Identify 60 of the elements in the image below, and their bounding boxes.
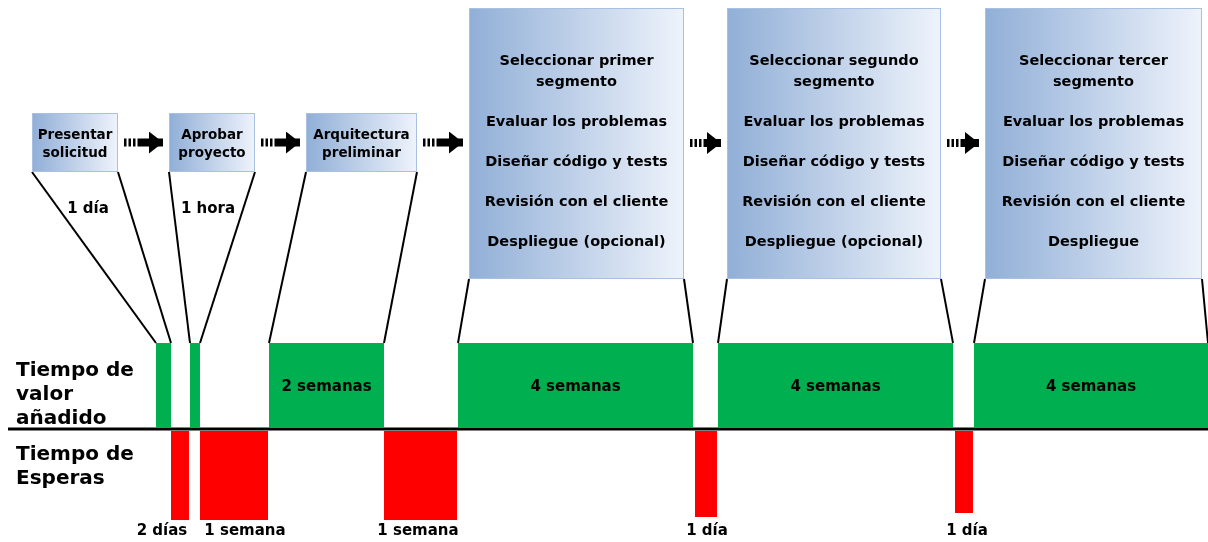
- duration-label: 2 días: [136, 521, 188, 539]
- waiting-bar: [200, 431, 268, 520]
- box-title: Seleccionar segundo segmento: [748, 51, 920, 91]
- step-text: Revisión con el cliente: [742, 192, 926, 211]
- step-text: Revisión con el cliente: [484, 192, 669, 211]
- connector-line: [31, 171, 157, 344]
- value-added-bar: [190, 343, 200, 428]
- value-added-bar: [974, 343, 1208, 428]
- row-label: Tiempo de valor añadido: [16, 357, 135, 429]
- step-text: Diseñar código y tests: [742, 152, 926, 171]
- duration-label: 1 semana: [377, 521, 459, 539]
- connector-line: [199, 171, 256, 344]
- step-text: Evaluar los problemas: [743, 112, 925, 131]
- value-added-bar: [458, 343, 693, 428]
- segment-box: [727, 8, 941, 279]
- waiting-bar: [171, 431, 189, 520]
- connector-line: [268, 171, 307, 344]
- box-title: Seleccionar primer segmento: [498, 51, 655, 91]
- duration-label: 4 semanas: [1045, 376, 1137, 395]
- duration-label: 4 semanas: [530, 376, 621, 395]
- connector-line: [168, 171, 191, 344]
- value-added-bar: [156, 343, 171, 428]
- connector-line: [717, 278, 728, 344]
- duration-label: 1 semana: [204, 521, 286, 539]
- step-text: Diseñar código y tests: [485, 152, 668, 171]
- connector-line: [973, 278, 986, 344]
- duration-label: 1 hora: [180, 199, 236, 217]
- step-text: Diseñar código y tests: [1002, 152, 1185, 171]
- step-text: Revisión con el cliente: [1001, 192, 1186, 211]
- step-text: Aprobar proyecto: [177, 124, 247, 161]
- duration-label: 1 día: [67, 199, 109, 217]
- value-added-bar: [269, 343, 384, 428]
- connector-line: [457, 278, 470, 344]
- connector-line: [683, 278, 694, 344]
- segment-box: [985, 8, 1202, 279]
- segment-box: [469, 8, 684, 279]
- step-text: Evaluar los problemas: [1002, 112, 1185, 131]
- value-added-bar: [718, 343, 953, 428]
- box-title: Seleccionar tercer segmento: [1018, 51, 1169, 91]
- step-text: Despliegue (opcional): [744, 232, 924, 251]
- connector-line: [1201, 278, 1208, 344]
- step-text: Arquitectura preliminar: [312, 124, 411, 161]
- waiting-bar: [695, 431, 717, 517]
- waiting-bar: [384, 431, 457, 520]
- process-box: [306, 113, 417, 172]
- row-label: Tiempo de Esperas: [16, 441, 135, 489]
- connector-line: [940, 278, 954, 344]
- duration-label: 2 semanas: [281, 376, 372, 395]
- step-text: Presentar solicitud: [36, 124, 114, 161]
- connector-line: [117, 171, 172, 344]
- waiting-bar: [955, 431, 973, 513]
- step-text: Evaluar los problemas: [485, 112, 668, 131]
- duration-label: 1 día: [686, 521, 728, 539]
- process-box: [169, 113, 255, 172]
- step-text: Despliegue (opcional): [487, 232, 666, 251]
- connector-line: [383, 171, 418, 344]
- duration-label: 1 día: [946, 521, 988, 539]
- duration-label: 4 semanas: [790, 376, 881, 395]
- step-text: Despliegue: [1047, 232, 1140, 251]
- process-box: [32, 113, 118, 172]
